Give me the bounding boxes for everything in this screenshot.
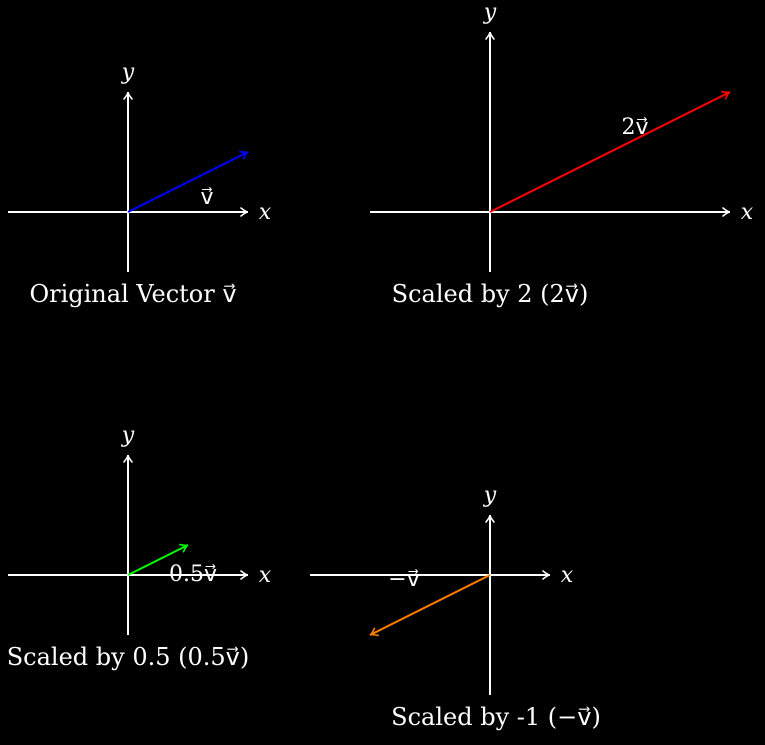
y-axis-arrowhead bbox=[485, 31, 495, 40]
panel-caption: Scaled by 2 (2v⃗) bbox=[392, 280, 589, 308]
panel-scaled-2: x y 2v⃗ Scaled by 2 (2v⃗) bbox=[370, 0, 754, 308]
vector-arrowhead bbox=[179, 543, 189, 553]
y-axis-label: y bbox=[121, 423, 135, 448]
vector-label: 0.5v⃗ bbox=[169, 562, 217, 587]
panel-scaled-neg-1: x y −v⃗ Scaled by -1 (−v⃗) bbox=[310, 483, 601, 731]
y-axis-label: y bbox=[121, 60, 135, 85]
y-axis-arrowhead bbox=[123, 91, 133, 100]
vector-scaled-neg-1 bbox=[369, 574, 491, 636]
x-axis-label: x bbox=[561, 563, 574, 588]
vector-arrowhead bbox=[721, 90, 731, 100]
y-axis-arrowhead bbox=[485, 514, 495, 523]
x-axis-arrowhead bbox=[542, 570, 551, 580]
vector-label: v⃗ bbox=[200, 185, 213, 210]
y-axis-label: y bbox=[483, 0, 497, 25]
y-axis-label: y bbox=[483, 483, 497, 508]
x-axis-arrowhead bbox=[240, 207, 249, 217]
panel-scaled-0-5: x y 0.5v⃗ Scaled by 0.5 (0.5v⃗) bbox=[7, 423, 272, 671]
x-axis-arrowhead bbox=[240, 570, 249, 580]
vector-label: 2v⃗ bbox=[621, 115, 648, 140]
panel-caption: Scaled by -1 (−v⃗) bbox=[391, 703, 601, 731]
vector-arrowhead bbox=[239, 150, 249, 160]
vector-label: −v⃗ bbox=[388, 567, 419, 592]
vector-scaled-0-5 bbox=[127, 544, 189, 576]
y-axis-arrowhead bbox=[123, 454, 133, 463]
panel-caption: Original Vector v⃗ bbox=[29, 280, 236, 308]
x-axis-label: x bbox=[259, 563, 272, 588]
vector-arrowhead bbox=[369, 627, 379, 637]
panel-caption: Scaled by 0.5 (0.5v⃗) bbox=[7, 643, 250, 671]
vector-original bbox=[127, 151, 249, 213]
x-axis-label: x bbox=[741, 200, 754, 225]
panel-original: x y v⃗ Original Vector v⃗ bbox=[8, 60, 272, 308]
x-axis-label: x bbox=[259, 200, 272, 225]
vector-scaled-2 bbox=[489, 91, 731, 213]
x-axis-arrowhead bbox=[722, 207, 731, 217]
